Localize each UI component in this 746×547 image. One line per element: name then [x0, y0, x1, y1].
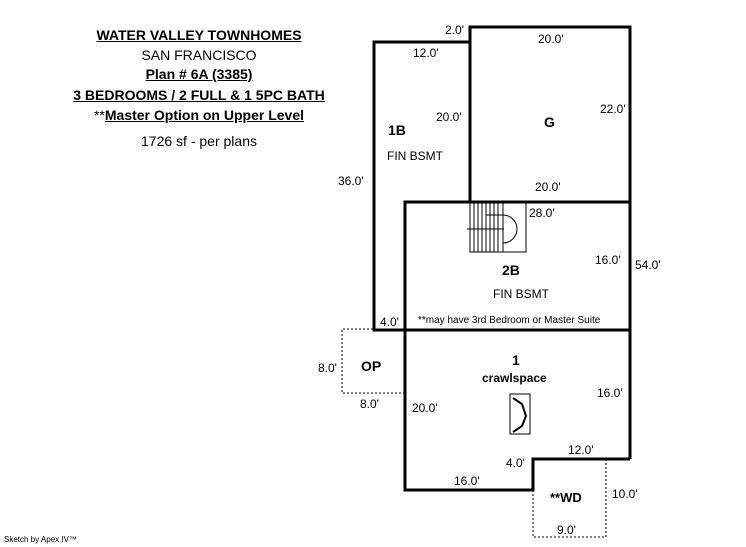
footer-credit: Sketch by Apex IV™ — [4, 535, 77, 544]
room-2b-desc: FIN BSMT — [493, 287, 550, 301]
room-2b-outline — [403, 200, 630, 332]
fireplace-icon — [509, 393, 531, 435]
dim-label: 12.0' — [413, 46, 439, 60]
dim-label: 28.0' — [529, 206, 555, 220]
project-title: WATER VALLEY TOWNHOMES — [96, 27, 302, 43]
dim-label: 10.0' — [612, 487, 638, 501]
dim-label: 16.0' — [595, 253, 621, 267]
room-1-desc: crawlspace — [482, 371, 547, 385]
dim-label: 8.0' — [318, 361, 337, 375]
master-note: **Master Option on Upper Level — [0, 107, 398, 123]
room-op-label: OP — [361, 358, 381, 374]
dim-label: 16.0' — [597, 386, 623, 400]
dim-label: 4.0' — [506, 456, 525, 470]
dim-label: 20.0' — [412, 401, 438, 415]
room-wd-label: **WD — [550, 490, 582, 505]
dim-label: 2.0' — [445, 23, 464, 37]
master-prefix: ** — [93, 107, 105, 123]
dim-label: 20.0' — [535, 180, 561, 194]
dim-label: 8.0' — [360, 397, 379, 411]
dim-label: 20.0' — [538, 32, 564, 46]
dim-label: 36.0' — [338, 174, 364, 188]
master-note-text: Master Option on Upper Level — [104, 107, 305, 123]
room-2b-note: **may have 3rd Bedroom or Master Suite — [418, 315, 601, 326]
dim-label: 54.0' — [635, 258, 661, 272]
dim-label: 16.0' — [454, 474, 480, 488]
dim-label: 22.0' — [600, 102, 626, 116]
plan-number: Plan # 6A (3385) — [145, 66, 253, 82]
room-g-outline — [468, 25, 632, 204]
room-g-label: G — [544, 114, 555, 130]
room-1-label: 1 — [512, 352, 520, 368]
room-2b-label: 2B — [502, 262, 520, 278]
room-1b-outline — [372, 40, 470, 332]
dim-label: 20.0' — [436, 110, 462, 124]
stairs-icon — [467, 201, 527, 253]
bed-bath: 3 BEDROOMS / 2 FULL & 1 5PC BATH — [73, 87, 325, 103]
dim-label: 12.0' — [568, 443, 594, 457]
room-1b-label: 1B — [388, 122, 406, 138]
area: 1726 sf - per plans — [141, 133, 257, 149]
dim-label: 9.0' — [557, 523, 576, 537]
room-1b-desc: FIN BSMT — [387, 149, 444, 163]
city: SAN FRANCISCO — [141, 47, 257, 63]
dim-label: 4.0' — [380, 315, 399, 329]
